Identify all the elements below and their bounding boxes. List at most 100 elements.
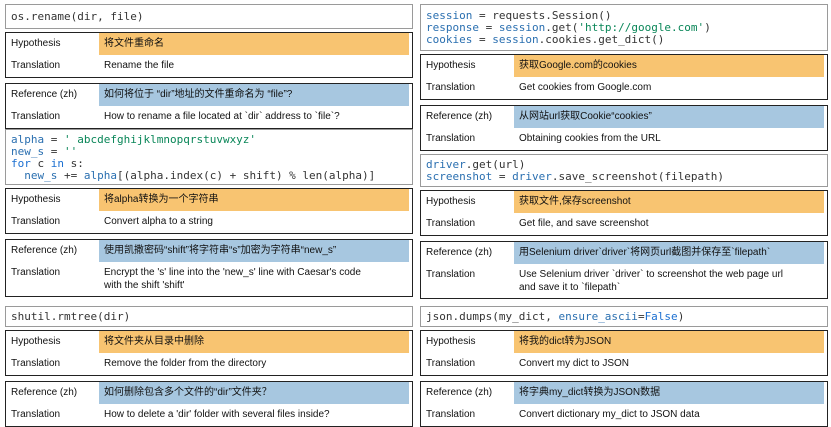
translation-label: Translation bbox=[426, 218, 476, 229]
reference-text: 从网站url获取Cookie“cookies” bbox=[514, 106, 824, 128]
hypothesis-row: Hypothesis 将alpha转换为一个字符串 bbox=[6, 189, 412, 211]
hypothesis-label: Hypothesis bbox=[426, 196, 476, 207]
reference-text: 如何将位于 “dir”地址的文件重命名为 “file”? bbox=[99, 84, 409, 106]
translation-line: with the shift 'shift' bbox=[104, 280, 185, 291]
reference-row: Reference (zh) 从网站url获取Cookie“cookies” bbox=[421, 106, 827, 128]
translation-text: Remove the folder from the directory bbox=[104, 358, 267, 369]
translation-label: Translation bbox=[426, 133, 476, 144]
translation-text: Rename the file bbox=[104, 60, 175, 71]
translation-row: Translation Encrypt the 's' line into th… bbox=[6, 262, 412, 296]
translation-line: Use Selenium driver `driver` to screensh… bbox=[519, 269, 784, 280]
reference-row: Reference (zh) 用Selenium driver`driver`将… bbox=[421, 242, 827, 264]
translation-label: Translation bbox=[11, 216, 61, 227]
hypothesis-row: Hypothesis 将文件重命名 bbox=[6, 33, 412, 55]
translation-label: Translation bbox=[11, 409, 61, 420]
code-line: for c in s: bbox=[11, 157, 84, 170]
translation-text: Obtaining cookies from the URL bbox=[519, 133, 661, 144]
reference-table: Reference (zh) 如何删除包含多个文件的“dir”文件夹？ Tran… bbox=[5, 381, 413, 427]
translation-label: Translation bbox=[426, 82, 476, 93]
hypothesis-text: 将文件重命名 bbox=[99, 33, 409, 55]
code-block: alpha = ' abcdefghijklmnopqrstuvwxyz' ne… bbox=[5, 129, 413, 185]
translation-row: Translation How to delete a 'dir' folder… bbox=[6, 404, 412, 426]
code-line: session = requests.Session() bbox=[426, 9, 612, 22]
code-block: session = requests.Session() response = … bbox=[420, 4, 828, 51]
hypothesis-label: Hypothesis bbox=[11, 194, 61, 205]
hypothesis-table: Hypothesis 获取Google.com的cookies Translat… bbox=[420, 54, 828, 100]
reference-text: 如何删除包含多个文件的“dir”文件夹？ bbox=[99, 382, 409, 404]
code-line: json.dumps(my_dict, ensure_ascii=False) bbox=[426, 310, 685, 323]
hypothesis-label: Hypothesis bbox=[11, 336, 61, 347]
translation-row: Translation Get cookies from Google.com bbox=[421, 77, 827, 99]
code-line: cookies = session.cookies.get_dict() bbox=[426, 33, 665, 46]
reference-row: Reference (zh) 将字典my_dict转换为JSON数据 bbox=[421, 382, 827, 404]
reference-row: Reference (zh) 使用凯撒密码“shift”将字符串“s”加密为字符… bbox=[6, 240, 412, 262]
translation-row: Translation Convert my dict to JSON bbox=[421, 353, 827, 375]
code-line: alpha = ' abcdefghijklmnopqrstuvwxyz' bbox=[11, 133, 257, 146]
code-line: os.rename(dir, file) bbox=[11, 10, 144, 23]
hypothesis-text: 将文件夹从目录中删除 bbox=[99, 331, 409, 353]
hypothesis-text: 获取文件,保存screenshot bbox=[514, 191, 824, 213]
translation-label: Translation bbox=[11, 60, 61, 71]
hypothesis-label: Hypothesis bbox=[426, 60, 476, 71]
hypothesis-table: Hypothesis 将我的dict转为JSON Translation Con… bbox=[420, 330, 828, 376]
code-block: driver.get(url) screenshot = driver.save… bbox=[420, 154, 828, 187]
reference-label: Reference (zh) bbox=[426, 111, 493, 122]
reference-label: Reference (zh) bbox=[426, 387, 493, 398]
reference-text: 用Selenium driver`driver`将网页url截图并保存至`fil… bbox=[514, 242, 824, 264]
code-line: shutil.rmtree(dir) bbox=[11, 310, 131, 323]
hypothesis-table: Hypothesis 获取文件,保存screenshot Translation… bbox=[420, 190, 828, 236]
translation-label: Translation bbox=[11, 111, 61, 122]
reference-table: Reference (zh) 使用凯撒密码“shift”将字符串“s”加密为字符… bbox=[5, 239, 413, 297]
code-line: screenshot = driver.save_screenshot(file… bbox=[426, 170, 725, 183]
translation-row: Translation Remove the folder from the d… bbox=[6, 353, 412, 375]
code-line: new_s = '' bbox=[11, 145, 78, 158]
hypothesis-row: Hypothesis 将我的dict转为JSON bbox=[421, 331, 827, 353]
translation-row: Translation Convert alpha to a string bbox=[6, 211, 412, 233]
code-block: json.dumps(my_dict, ensure_ascii=False) bbox=[420, 306, 828, 327]
reference-table: Reference (zh) 将字典my_dict转换为JSON数据 Trans… bbox=[420, 381, 828, 427]
hypothesis-label: Hypothesis bbox=[11, 38, 61, 49]
translation-text: Encrypt the 's' line into the 'new_s' li… bbox=[99, 262, 409, 292]
reference-text: 将字典my_dict转换为JSON数据 bbox=[514, 382, 824, 404]
example-caesar: alpha = ' abcdefghijklmnopqrstuvwxyz' ne… bbox=[5, 129, 413, 297]
translation-text: Convert dictionary my_dict to JSON data bbox=[519, 409, 700, 420]
code-line: new_s += alpha[(alpha.index(c) + shift) … bbox=[24, 169, 376, 182]
translation-label: Translation bbox=[11, 358, 61, 369]
translation-row: Translation Convert dictionary my_dict t… bbox=[421, 404, 827, 426]
translation-line: and save it to `filepath` bbox=[519, 282, 621, 293]
hypothesis-table: Hypothesis 将alpha转换为一个字符串 Translation Co… bbox=[5, 188, 413, 234]
example-os-rename: os.rename(dir, file) Hypothesis 将文件重命名 T… bbox=[5, 4, 413, 129]
example-requests-cookies: session = requests.Session() response = … bbox=[420, 4, 828, 151]
reference-label: Reference (zh) bbox=[11, 245, 78, 256]
hypothesis-table: Hypothesis 将文件重命名 Translation Rename the… bbox=[5, 32, 413, 78]
translation-label: Translation bbox=[426, 269, 476, 280]
hypothesis-text: 将我的dict转为JSON bbox=[514, 331, 824, 353]
translation-label: Translation bbox=[426, 358, 476, 369]
hypothesis-text: 获取Google.com的cookies bbox=[514, 55, 824, 77]
code-block: shutil.rmtree(dir) bbox=[5, 306, 413, 327]
hypothesis-row: Hypothesis 将文件夹从目录中删除 bbox=[6, 331, 412, 353]
reference-row: Reference (zh) 如何删除包含多个文件的“dir”文件夹？ bbox=[6, 382, 412, 404]
hypothesis-text: 将alpha转换为一个字符串 bbox=[99, 189, 409, 211]
code-line: response = session.get('http://google.co… bbox=[426, 21, 711, 34]
translation-text: How to rename a file located at `dir` ad… bbox=[104, 111, 340, 122]
code-line: driver.get(url) bbox=[426, 158, 526, 171]
translation-text: Convert alpha to a string bbox=[104, 216, 213, 227]
hypothesis-label: Hypothesis bbox=[426, 336, 476, 347]
reference-row: Reference (zh) 如何将位于 “dir”地址的文件重命名为 “fil… bbox=[6, 84, 412, 106]
reference-label: Reference (zh) bbox=[11, 89, 78, 100]
translation-label: Translation bbox=[426, 409, 476, 420]
translation-row: Translation Use Selenium driver `driver`… bbox=[421, 264, 827, 298]
translation-row: Translation Obtaining cookies from the U… bbox=[421, 128, 827, 150]
translation-text: Get cookies from Google.com bbox=[519, 82, 652, 93]
reference-table: Reference (zh) 用Selenium driver`driver`将… bbox=[420, 241, 828, 299]
translation-line: Encrypt the 's' line into the 'new_s' li… bbox=[104, 267, 361, 278]
hypothesis-table: Hypothesis 将文件夹从目录中删除 Translation Remove… bbox=[5, 330, 413, 376]
translation-text: How to delete a 'dir' folder with severa… bbox=[104, 409, 330, 420]
translation-row: Translation How to rename a file located… bbox=[6, 106, 412, 128]
reference-text: 使用凯撒密码“shift”将字符串“s”加密为字符串“new_s” bbox=[99, 240, 409, 262]
translation-text: Use Selenium driver `driver` to screensh… bbox=[514, 264, 824, 294]
translation-text: Convert my dict to JSON bbox=[519, 358, 630, 369]
code-block: os.rename(dir, file) bbox=[5, 4, 413, 29]
translation-row: Translation Get file, and save screensho… bbox=[421, 213, 827, 235]
